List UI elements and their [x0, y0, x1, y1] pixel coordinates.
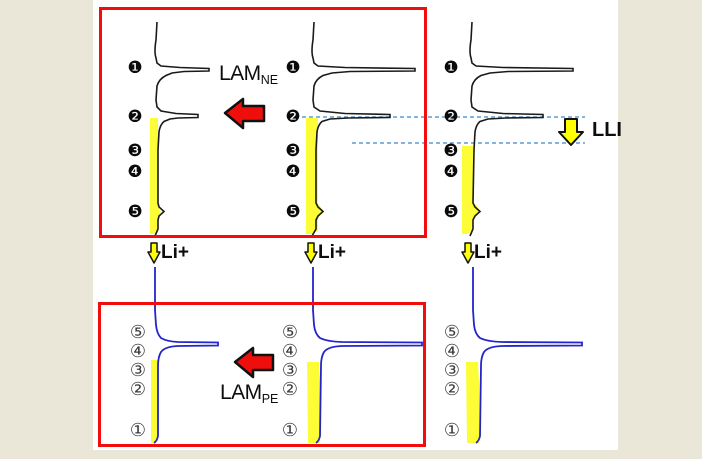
stage-marker-outline-3: ③: [281, 360, 299, 381]
li-plus-label-right: Li+: [474, 242, 502, 263]
stage-markers-top-left: ❶ ❷ ❸ ❹ ❺: [125, 0, 145, 459]
stage-markers-top-middle: ❶ ❷ ❸ ❹ ❺: [283, 0, 303, 459]
stage-marker-filled-1: ❶: [127, 58, 143, 78]
li-plus-label-left: Li+: [161, 242, 189, 263]
lam-ne-subscript: NE: [260, 73, 279, 87]
lam-ne-main: LAM: [219, 62, 261, 85]
stage-marker-filled-5: ❺: [285, 202, 301, 222]
stage-marker-outline-3: ③: [443, 360, 461, 381]
stage-marker-filled-2: ❷: [285, 107, 301, 127]
stage-marker-outline-5: ⑤: [281, 322, 299, 343]
lam-pe-subscript: PE: [261, 392, 279, 406]
stage-marker-outline-5: ⑤: [443, 322, 461, 343]
stage-marker-filled-4: ❹: [127, 162, 143, 182]
stage-marker-filled-5: ❺: [127, 202, 143, 222]
stage-marker-outline-2: ②: [443, 379, 461, 400]
stage-marker-outline-5: ⑤: [129, 322, 147, 343]
stage-marker-filled-2: ❷: [127, 107, 143, 127]
stage-markers-bottom-left: ⑤ ④ ③ ② ①: [128, 0, 148, 459]
stage-markers-bottom-right: ⑤ ④ ③ ② ①: [442, 0, 462, 459]
red-highlight-box-bottom: [98, 302, 426, 447]
stage-markers-top-right: ❶ ❷ ❸ ❹ ❺: [441, 0, 461, 459]
stage-marker-filled-3: ❸: [285, 141, 301, 161]
stage-markers-bottom-middle: ⑤ ④ ③ ② ①: [280, 0, 300, 459]
stage-marker-outline-1: ①: [443, 420, 461, 441]
stage-marker-filled-4: ❹: [443, 162, 459, 182]
stage-marker-outline-1: ①: [281, 420, 299, 441]
stage-marker-filled-4: ❹: [285, 162, 301, 182]
stage-marker-filled-3: ❸: [443, 141, 459, 161]
li-plus-label-middle: Li+: [318, 242, 346, 263]
lam-pe-label: LAMPE: [220, 381, 279, 406]
stage-marker-outline-4: ④: [129, 341, 147, 362]
stage-marker-outline-3: ③: [129, 360, 147, 381]
stage-marker-filled-1: ❶: [443, 58, 459, 78]
stage-marker-filled-5: ❺: [443, 202, 459, 222]
stage-marker-outline-4: ④: [443, 341, 461, 362]
stage-marker-filled-3: ❸: [127, 141, 143, 161]
stage-marker-outline-4: ④: [281, 341, 299, 362]
lam-ne-label: LAMNE: [219, 62, 279, 87]
red-highlight-box-top: [99, 7, 427, 238]
lli-label: LLI: [592, 119, 622, 141]
stage-marker-outline-2: ②: [129, 379, 147, 400]
lam-pe-main: LAM: [220, 381, 262, 404]
stage-marker-filled-1: ❶: [285, 58, 301, 78]
stage-marker-outline-2: ②: [281, 379, 299, 400]
stage-marker-outline-1: ①: [129, 420, 147, 441]
